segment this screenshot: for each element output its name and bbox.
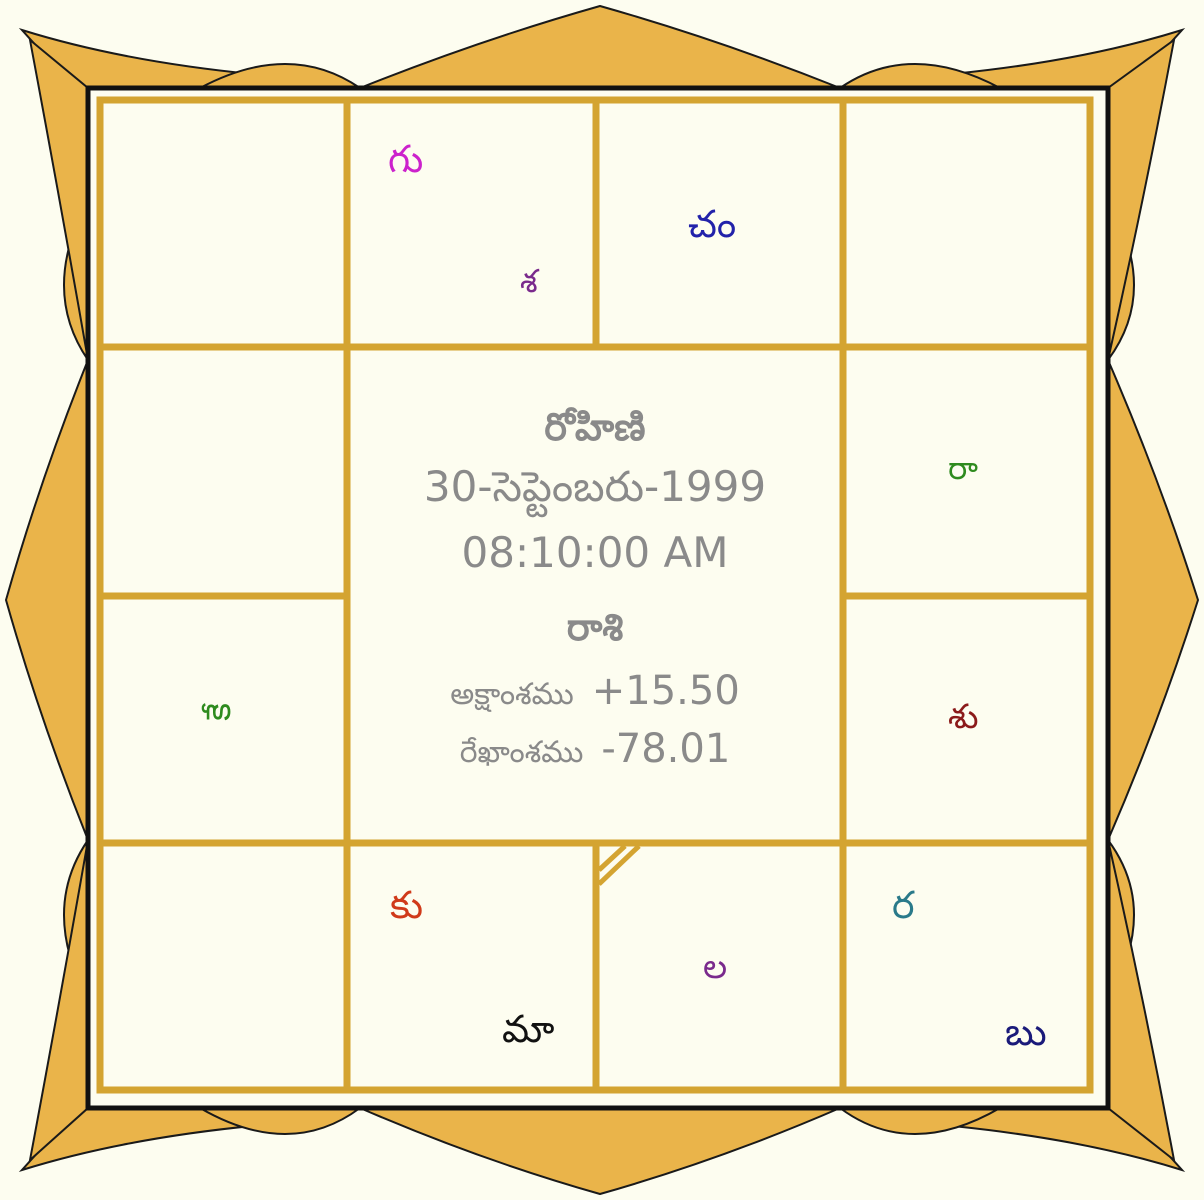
planet-bu: బు [1005, 1010, 1047, 1054]
planet-cham: చం [688, 202, 737, 246]
latitude-label: అక్షాంశము [450, 677, 574, 712]
house-grid [96, 96, 1094, 1094]
longitude-value: -78.01 [601, 726, 731, 772]
planet-raa: రా [948, 449, 978, 487]
latitude-row: అక్షాంశము +15.50 [350, 668, 840, 719]
planet-maa: మా [502, 1007, 555, 1051]
center-panel [351, 351, 839, 839]
planet-gu: గు [388, 137, 424, 181]
lagna-mark [597, 844, 641, 886]
nakshatra: రోహిణి [544, 405, 646, 449]
planet-sha: శ [520, 262, 538, 300]
planet-ke: కే [198, 703, 239, 721]
center-info: రోహిణి 30-సెప్టెంబరు-1999 08:10:00 AM రా… [350, 350, 840, 840]
birth-time: 08:10:00 AM [461, 528, 729, 577]
planet-ra: ర [892, 883, 915, 927]
latitude-value: +15.50 [591, 668, 740, 714]
rasi-label: రాశి [566, 605, 624, 649]
birth-date: 30-సెప్టెంబరు-1999 [423, 462, 767, 511]
longitude-label: రేఖాంశము [459, 735, 584, 770]
planet-la: ల [703, 947, 728, 987]
planet-shu: శు [948, 697, 979, 737]
planet-ku: కు [390, 883, 423, 927]
longitude-row: రేఖాంశము -78.01 [350, 726, 840, 777]
